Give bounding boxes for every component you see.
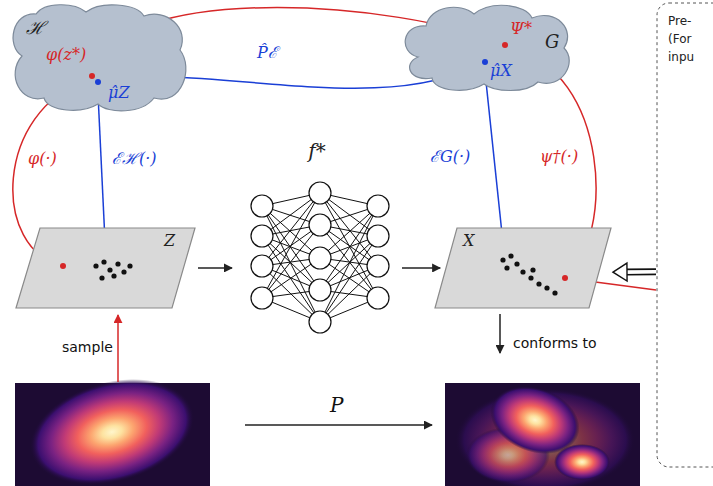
weight-line bbox=[262, 236, 320, 322]
node-text: ℋ bbox=[26, 18, 45, 39]
node-text: Pre- (For inpu bbox=[668, 12, 712, 66]
neuron bbox=[367, 225, 389, 247]
feature-space-cloud: ℋφ(z*) μ̂Z bbox=[8, 4, 188, 114]
sample-dot bbox=[93, 263, 98, 268]
neuron bbox=[309, 214, 331, 236]
node-text: μ̂X bbox=[490, 62, 512, 80]
weight-line bbox=[320, 236, 378, 322]
sample-dot bbox=[536, 281, 541, 286]
double-arrow-outline bbox=[626, 268, 656, 275]
node-text: Ψ* bbox=[510, 20, 532, 38]
double-arrow bbox=[613, 263, 656, 281]
cloud-outline bbox=[13, 5, 186, 111]
double-arrowhead bbox=[613, 263, 627, 281]
sample-dot bbox=[528, 275, 533, 280]
sample-dot bbox=[99, 275, 104, 280]
sample-dot bbox=[101, 259, 106, 264]
shape bbox=[232, 140, 402, 336]
sample-dot bbox=[500, 257, 505, 262]
neuron bbox=[309, 311, 331, 333]
figure-label: sample bbox=[60, 339, 115, 355]
sample-dot bbox=[530, 267, 535, 272]
sample-dot bbox=[111, 273, 116, 278]
neuron bbox=[367, 195, 389, 217]
mapping-arrow bbox=[245, 424, 432, 426]
sample-dot bbox=[502, 42, 508, 48]
side-panel: Pre- (For inpu bbox=[656, 2, 713, 468]
edge-label: ℰℋ(·) bbox=[110, 150, 159, 168]
sample-dot bbox=[127, 263, 132, 268]
node-text: Z bbox=[164, 232, 175, 250]
conforms-arrow bbox=[499, 314, 501, 353]
density-blob bbox=[18, 362, 206, 486]
sample-dot bbox=[482, 59, 488, 65]
edge-label: φ(·) bbox=[26, 150, 59, 168]
double-arrow-fill bbox=[625, 270, 656, 274]
cloud-outline bbox=[405, 5, 569, 90]
density-blob bbox=[554, 444, 610, 480]
sample-dot bbox=[562, 275, 568, 281]
plane-outline bbox=[16, 228, 195, 308]
neuron bbox=[309, 247, 331, 269]
neuron bbox=[251, 287, 273, 309]
sample-arrow bbox=[117, 315, 119, 382]
neuron bbox=[251, 225, 273, 247]
sample-dot bbox=[121, 269, 126, 274]
edge-label: ψ†(·) bbox=[538, 148, 580, 166]
connector bbox=[402, 267, 440, 269]
node-text: f* bbox=[232, 140, 402, 163]
shape bbox=[656, 2, 713, 468]
panel-outline bbox=[657, 3, 713, 467]
sample-dot bbox=[115, 261, 120, 266]
edge-label: P̂ℰ bbox=[255, 44, 280, 62]
sample-dot bbox=[60, 263, 66, 269]
figure-label: P bbox=[328, 394, 345, 417]
sample-dot bbox=[504, 265, 509, 270]
sample-dot bbox=[107, 267, 112, 272]
sample-dot bbox=[95, 79, 101, 85]
neuron bbox=[251, 195, 273, 217]
node-text: X bbox=[463, 232, 474, 250]
sample-dot bbox=[552, 290, 557, 295]
sample-dot bbox=[89, 73, 95, 79]
feature-space-cloud: G Ψ* μ̂X bbox=[396, 2, 574, 92]
neuron bbox=[309, 182, 331, 204]
output-space-plane: X bbox=[433, 226, 613, 310]
sample-dot bbox=[514, 261, 519, 266]
connector bbox=[198, 267, 232, 269]
node-text: G bbox=[545, 32, 559, 53]
figure-label: conforms to bbox=[511, 335, 599, 351]
node-text: μ̂Z bbox=[108, 84, 130, 102]
shape bbox=[433, 226, 613, 310]
neuron bbox=[367, 255, 389, 277]
sample-dot bbox=[508, 253, 513, 258]
node-text: φ(z*) bbox=[46, 46, 86, 64]
neural-network: f* bbox=[232, 140, 402, 336]
sample-dot bbox=[544, 285, 549, 290]
neuron bbox=[367, 287, 389, 309]
neuron bbox=[309, 279, 331, 301]
neuron bbox=[251, 255, 273, 277]
edge-label: ℰG(·) bbox=[428, 148, 472, 166]
sample-dot bbox=[520, 269, 525, 274]
plane-outline bbox=[435, 228, 611, 308]
input-space-plane: Z bbox=[14, 226, 198, 310]
